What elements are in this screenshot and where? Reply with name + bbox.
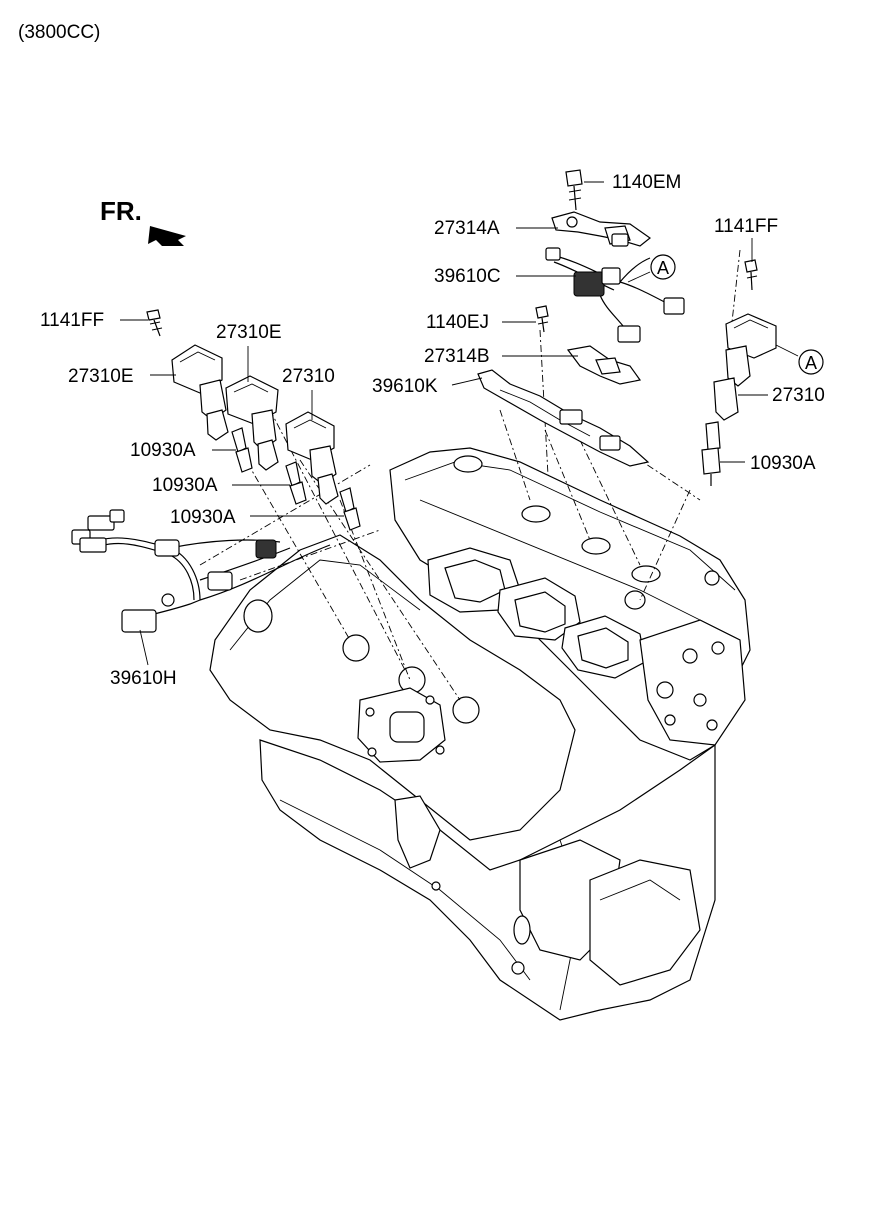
assembly-center-lines: [199, 249, 741, 701]
engine-displacement-header: (3800CC): [18, 22, 100, 43]
label-27314B: 27314B: [424, 346, 490, 367]
front-arrow-icon: [148, 226, 186, 246]
front-direction-marker: FR.: [100, 196, 186, 246]
reference-circle-right-icon: [798, 349, 824, 375]
wiring-harness-39610H: [71, 509, 331, 633]
reference-marker-upper: A: [657, 258, 669, 278]
reference-marker-group: A A: [627, 254, 824, 375]
label-1141FF-right: 1141FF: [714, 216, 778, 237]
label-39610C: 39610C: [434, 266, 501, 287]
engine-block-illustration: [209, 447, 751, 1021]
reference-marker-right: A: [805, 353, 817, 373]
label-10930A-1: 10930A: [130, 440, 196, 461]
label-27310-left: 27310: [282, 366, 335, 387]
front-label: FR.: [100, 196, 142, 226]
label-27314A: 27314A: [434, 218, 500, 239]
label-10930A-right: 10930A: [750, 453, 816, 474]
label-10930A-2: 10930A: [152, 475, 218, 496]
label-1140EJ: 1140EJ: [426, 312, 489, 333]
label-10930A-3: 10930A: [170, 507, 236, 528]
label-39610H: 39610H: [110, 668, 177, 689]
ignition-coil-left-group: [146, 309, 361, 531]
label-27310E-upper: 27310E: [216, 322, 282, 343]
label-39610K: 39610K: [372, 376, 438, 397]
label-27310E-lower: 27310E: [68, 366, 134, 387]
label-1140EM: 1140EM: [612, 172, 681, 193]
label-1141FF-left: 1141FF: [40, 310, 104, 331]
rear-bank-upper-parts: [477, 169, 777, 486]
leader-lines: [120, 181, 768, 666]
label-27310-right: 27310: [772, 385, 825, 406]
part-labels: 1140EM 27314A 1141FF 39610C 1141FF 27310…: [40, 172, 825, 689]
reference-circle-upper-icon: [650, 254, 676, 280]
